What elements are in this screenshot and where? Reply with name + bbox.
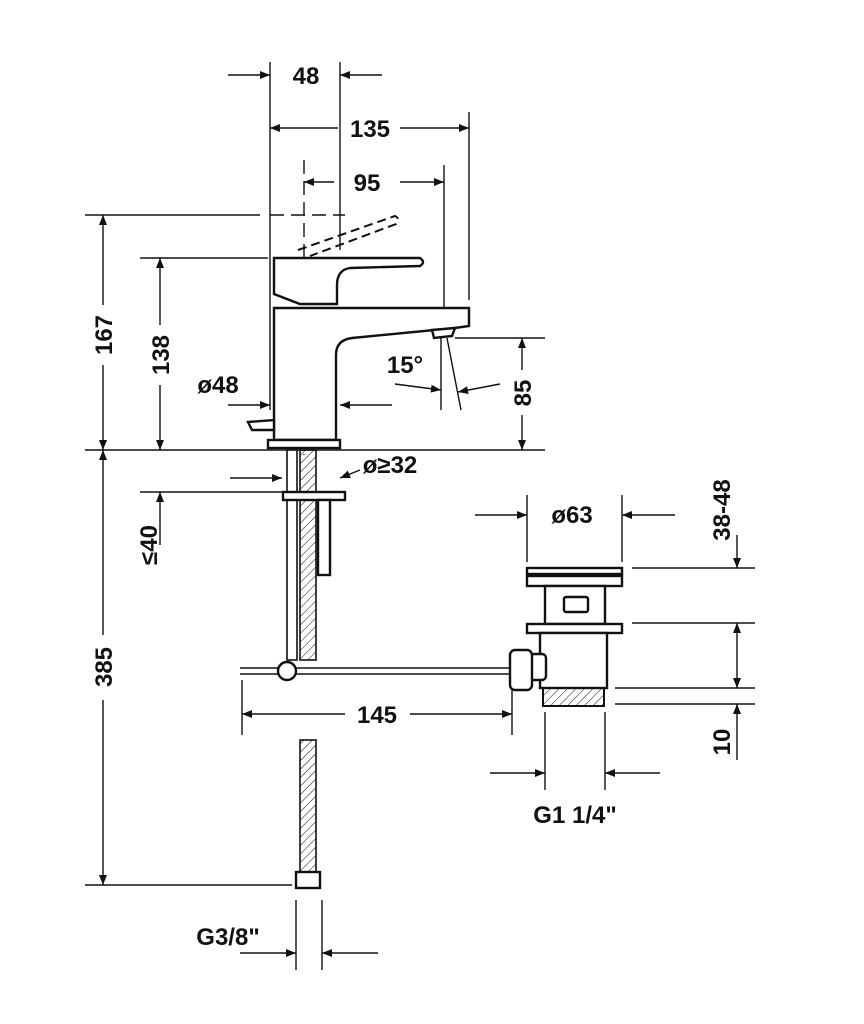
dim-145: 145 — [357, 702, 397, 729]
waste-valve — [508, 566, 624, 707]
dim-385: 385 — [91, 647, 118, 687]
raised-lever-outline — [297, 214, 399, 257]
dim-ø48: ø48 — [197, 372, 238, 399]
faucet-body — [246, 256, 471, 450]
extension-lines — [85, 62, 755, 970]
dim-ø63: ø63 — [551, 502, 592, 529]
dimension-arrows — [99, 71, 741, 957]
dim-38-48: 38-48 — [709, 479, 736, 540]
dim-deck-thickness: ≤40 — [136, 525, 163, 565]
under-deck-assembly — [240, 449, 512, 890]
dim-15-degrees: 15° — [387, 352, 423, 379]
dim-10: 10 — [709, 729, 736, 756]
dim-48: 48 — [293, 63, 320, 90]
dim-85: 85 — [510, 380, 537, 407]
dim-167: 167 — [91, 315, 118, 355]
dim-138: 138 — [148, 335, 175, 375]
dim-135: 135 — [350, 116, 390, 143]
dim-g1-1-4: G1 1/4" — [533, 802, 616, 829]
dim-95: 95 — [354, 170, 381, 197]
dim-g3-8: G3/8" — [196, 924, 259, 951]
dim-hole-diameter: ø≥32 — [363, 452, 418, 479]
